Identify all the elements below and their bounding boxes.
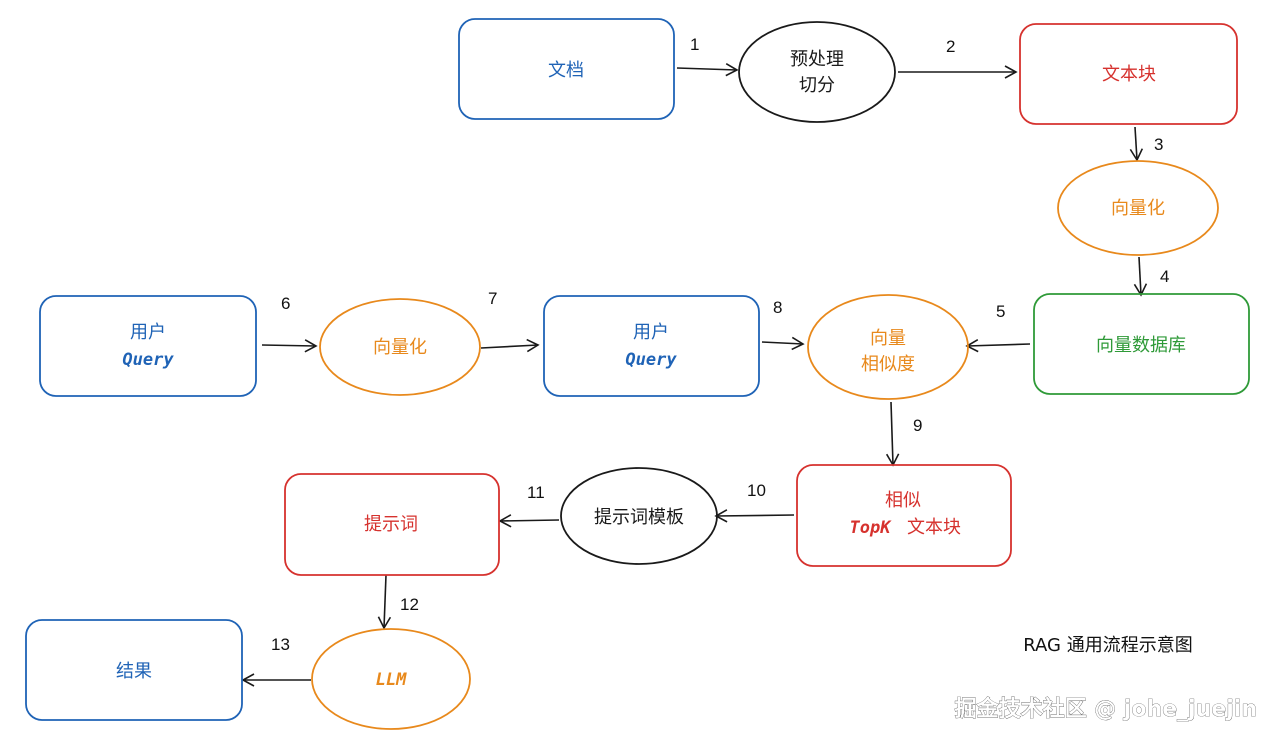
step-numbers: 1 2 3 4 5 6 7 8 9 10 11 12 13 — [271, 35, 1169, 654]
step-number: 12 — [400, 595, 419, 614]
edge-4 — [1133, 256, 1148, 297]
step-number: 4 — [1160, 267, 1169, 286]
step-number: 6 — [281, 294, 290, 313]
node-user-query-2: 用户 Query — [543, 295, 760, 397]
edge-5 — [965, 338, 1031, 353]
node-document-label: 文档 — [548, 60, 584, 81]
step-number: 11 — [527, 483, 545, 502]
step-number: 1 — [690, 35, 699, 54]
step-number: 8 — [773, 298, 782, 317]
node-prompt-template: 提示词模板 — [560, 467, 718, 565]
node-similarity-label-2: 相似度 — [861, 354, 915, 375]
diagram-caption: RAG 通用流程示意图 — [1023, 635, 1192, 656]
node-preprocess-label-2: 切分 — [799, 75, 835, 96]
node-vector-db-label: 向量数据库 — [1096, 335, 1186, 356]
node-user-query-2-label-2: Query — [625, 350, 677, 370]
node-text-chunks-label: 文本块 — [1102, 64, 1156, 85]
edge-8 — [761, 336, 805, 351]
node-preprocess: 预处理 切分 — [738, 21, 896, 123]
step-number: 2 — [946, 37, 955, 56]
node-result-label: 结果 — [116, 661, 152, 682]
node-vectorize-top: 向量化 — [1057, 160, 1219, 256]
node-document: 文档 — [458, 18, 675, 120]
step-number: 7 — [488, 289, 497, 308]
edge-10 — [714, 509, 795, 523]
node-user-query-1: 用户 Query — [39, 295, 257, 397]
node-vector-db: 向量数据库 — [1033, 293, 1250, 395]
step-number: 10 — [747, 481, 766, 500]
node-similarity: 向量 相似度 — [807, 294, 969, 400]
node-user-query-1-label-1: 用户 — [130, 322, 166, 343]
node-prompt-template-label: 提示词模板 — [594, 507, 684, 528]
node-user-query-1-label-2: Query — [122, 350, 174, 370]
node-topk-chunks: 相似 TopK 文本块 — [796, 464, 1012, 567]
node-vectorize-top-label: 向量化 — [1111, 198, 1165, 219]
node-preprocess-label-1: 预处理 — [790, 49, 844, 70]
node-user-query-2-label-1: 用户 — [633, 322, 669, 343]
step-number: 13 — [271, 635, 290, 654]
node-llm-label: LLM — [376, 670, 407, 690]
node-topk-chunks-label-2a: TopK — [850, 518, 893, 538]
watermark: 掘金技术社区 @ johe_juejin — [955, 696, 1257, 722]
node-prompt-label: 提示词 — [364, 514, 418, 535]
node-prompt: 提示词 — [284, 473, 500, 576]
node-topk-chunks-label-2b: 文本块 — [907, 517, 961, 538]
edge-12 — [377, 574, 392, 630]
node-result: 结果 — [25, 619, 243, 721]
node-llm: LLM — [311, 628, 471, 730]
step-number: 9 — [913, 416, 922, 435]
node-topk-chunks-label-1: 相似 — [885, 490, 921, 511]
step-number: 5 — [996, 302, 1005, 321]
edge-3 — [1129, 126, 1144, 162]
node-vectorize-mid: 向量化 — [319, 298, 481, 396]
edges — [241, 62, 1148, 687]
edge-11 — [498, 514, 560, 528]
node-text-chunks: 文本块 — [1019, 23, 1238, 125]
step-number: 3 — [1154, 135, 1163, 154]
edge-9 — [885, 401, 900, 467]
node-similarity-label-1: 向量 — [870, 328, 906, 349]
edge-7 — [480, 338, 540, 353]
edge-1 — [676, 62, 739, 77]
edge-6 — [261, 339, 318, 353]
node-vectorize-mid-label: 向量化 — [373, 337, 427, 358]
